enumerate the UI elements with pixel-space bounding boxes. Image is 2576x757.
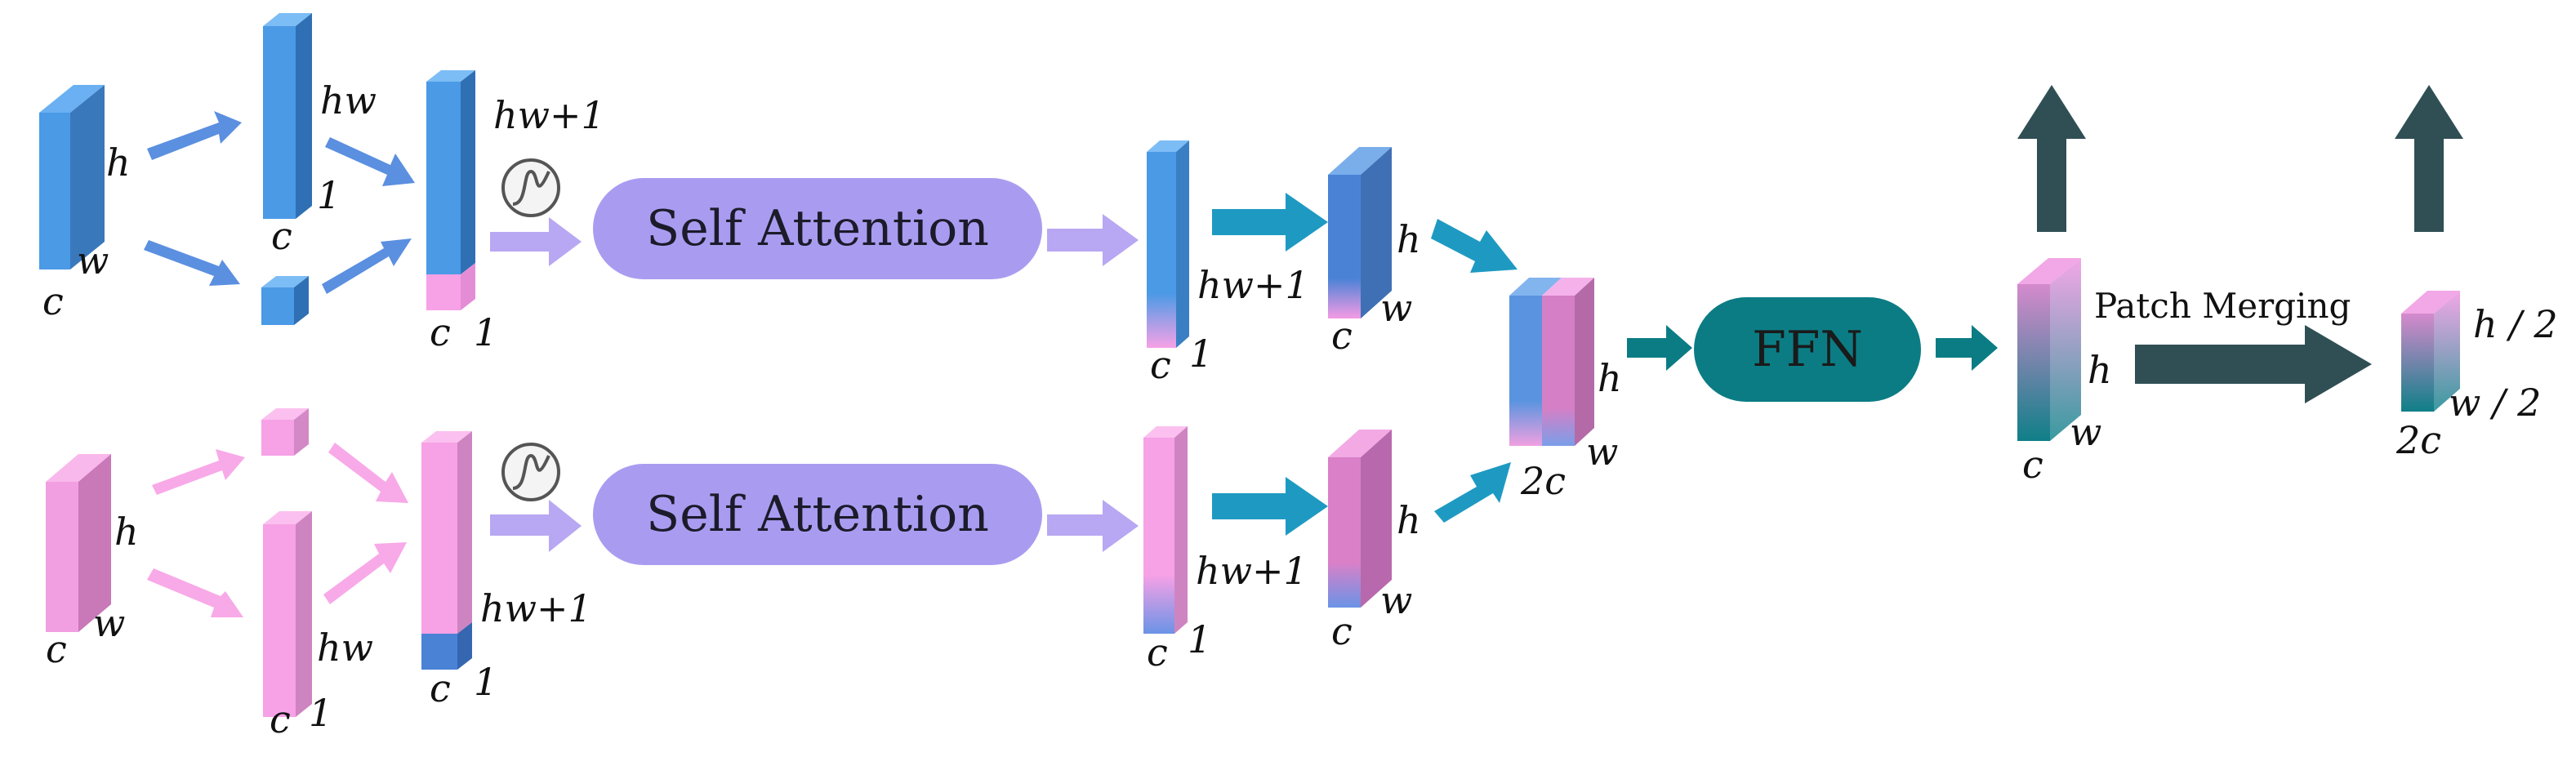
- dim-label-w: w: [1380, 578, 1413, 622]
- patch-merging-arrow: [2135, 325, 2372, 403]
- bottom-input-feature-map: [46, 454, 111, 632]
- stage-output-arrow-2: [2395, 85, 2463, 232]
- dim-label-w: w: [1586, 430, 1619, 474]
- dim-label-2c: 2c: [2396, 418, 2442, 462]
- top-reshaped-feature-map: [1328, 147, 1392, 318]
- top-to-concat-arrow: [1431, 219, 1518, 273]
- arrow-from-ffn: [1936, 325, 1998, 371]
- concatenated-feature-map: [1509, 278, 1594, 446]
- dim-label-h: h: [114, 510, 139, 554]
- dim-label-1: 1: [1188, 617, 1212, 661]
- self-attention-block-bottom: Self Attention: [593, 464, 1042, 565]
- dim-label-hw1: hw+1: [1196, 549, 1308, 593]
- self-attention-block-top: Self Attention: [593, 178, 1042, 279]
- bottom-to-concat-arrow: [1434, 462, 1511, 523]
- sigmoid-icon: [501, 158, 560, 217]
- top-concat-column: [426, 70, 475, 310]
- dim-label-c: c: [46, 627, 67, 671]
- arrow-to-ffn: [1627, 325, 1692, 371]
- dim-label-c: c: [1150, 343, 1171, 387]
- dim-label-h: h: [1397, 498, 1421, 542]
- patch-merging-label: Patch Merging: [2094, 286, 2351, 326]
- merged-feature-map: [2401, 291, 2460, 412]
- dim-label-c: c: [1331, 609, 1353, 653]
- stage-output-arrow-1: [2017, 85, 2086, 232]
- self-attention-label: Self Attention: [646, 200, 989, 257]
- dim-label-w: w: [93, 601, 126, 645]
- dim-label-2c: 2c: [1521, 459, 1567, 503]
- dim-label-w-half: w / 2: [2449, 381, 2542, 425]
- bottom-reshape-back-arrow: [1212, 477, 1328, 536]
- dim-label-c: c: [2022, 443, 2043, 487]
- dim-label-h: h: [1598, 356, 1622, 400]
- dim-label-w: w: [1380, 286, 1413, 330]
- dim-label-hw: hw: [317, 626, 373, 670]
- ffn-output-feature-map: [2017, 258, 2081, 441]
- arrow-to-self-attention-top: [490, 217, 582, 266]
- dim-label-1: 1: [474, 310, 498, 354]
- dim-label-hw1: hw+1: [480, 586, 592, 630]
- dim-label-1: 1: [309, 691, 333, 735]
- sigmoid-icon: [501, 443, 560, 501]
- dim-label-c: c: [42, 279, 64, 323]
- arrow-to-self-attention-bottom: [490, 500, 582, 552]
- dim-label-c: c: [1147, 630, 1168, 675]
- dim-label-hw1: hw+1: [1197, 263, 1309, 307]
- dim-label-1: 1: [317, 173, 341, 217]
- ffn-block: FFN: [1694, 297, 1921, 402]
- arrow-from-self-attention-top: [1047, 214, 1139, 266]
- dim-label-w: w: [2070, 410, 2102, 454]
- bottom-concat-column: [421, 431, 472, 670]
- bottom-attention-output-column: [1143, 426, 1188, 634]
- dim-label-1: 1: [1189, 332, 1214, 376]
- bottom-pooled-token: [261, 408, 309, 456]
- dim-label-c: c: [1331, 314, 1353, 358]
- dim-label-c: c: [271, 214, 292, 258]
- bottom-flatten-column: [263, 511, 312, 717]
- ffn-label: FFN: [1752, 321, 1863, 378]
- dim-label-1: 1: [474, 660, 498, 704]
- self-attention-label: Self Attention: [646, 486, 989, 543]
- dim-label-hw1: hw+1: [493, 93, 605, 137]
- dim-label-c: c: [430, 310, 451, 354]
- top-flatten-column: [263, 13, 312, 219]
- dim-label-c: c: [270, 697, 291, 741]
- bottom-reshaped-feature-map: [1328, 430, 1392, 608]
- dim-label-h: h: [2088, 348, 2112, 392]
- arrow-from-self-attention-bottom: [1047, 500, 1139, 552]
- dim-label-h: h: [106, 140, 131, 185]
- top-reshape-back-arrow: [1212, 193, 1328, 252]
- top-input-feature-map: [39, 85, 105, 269]
- top-attention-output-column: [1147, 140, 1189, 348]
- dim-label-h-half: h / 2: [2473, 302, 2558, 346]
- dim-label-c: c: [430, 666, 451, 710]
- top-reshape-arrows: [144, 111, 415, 294]
- bottom-reshape-arrows: [147, 443, 408, 617]
- dim-label-hw: hw: [320, 78, 377, 122]
- dim-label-w: w: [77, 238, 109, 283]
- top-pooled-token: [261, 276, 309, 325]
- dim-label-h: h: [1397, 217, 1421, 261]
